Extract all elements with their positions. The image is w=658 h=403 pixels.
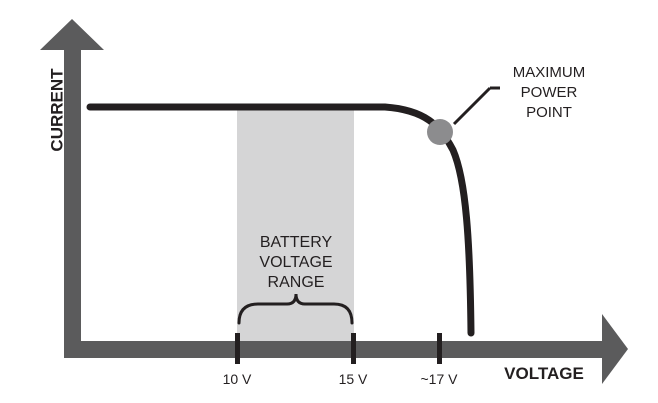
iv-curve xyxy=(86,103,475,337)
tick-label-17v: ~17 V xyxy=(421,371,459,387)
tick-label-15v: 15 V xyxy=(339,371,368,387)
battery-range-band xyxy=(237,107,354,342)
y-axis xyxy=(64,48,81,358)
battery-range-brace xyxy=(237,293,354,325)
tick-15v xyxy=(351,333,356,364)
tick-label-10v: 10 V xyxy=(223,371,252,387)
mpp-leader-line xyxy=(452,86,492,126)
y-axis-arrow xyxy=(40,19,104,50)
battery-range-label-line2: VOLTAGE xyxy=(259,254,332,271)
mpp-dot xyxy=(427,119,453,145)
mpp-label-line3: POINT xyxy=(526,104,572,121)
mpp-label-line2: POWER xyxy=(521,84,578,101)
x-axis-title: VOLTAGE xyxy=(504,364,584,383)
y-axis-title: CURRENT xyxy=(47,68,66,152)
battery-range-label-line1: BATTERY xyxy=(260,234,333,251)
tick-17v xyxy=(437,333,442,364)
tick-10v xyxy=(235,333,240,364)
x-axis xyxy=(64,341,608,358)
mpp-label-line1: MAXIMUM xyxy=(513,64,586,81)
battery-range-label-line3: RANGE xyxy=(268,274,325,291)
x-axis-arrow xyxy=(602,314,628,384)
